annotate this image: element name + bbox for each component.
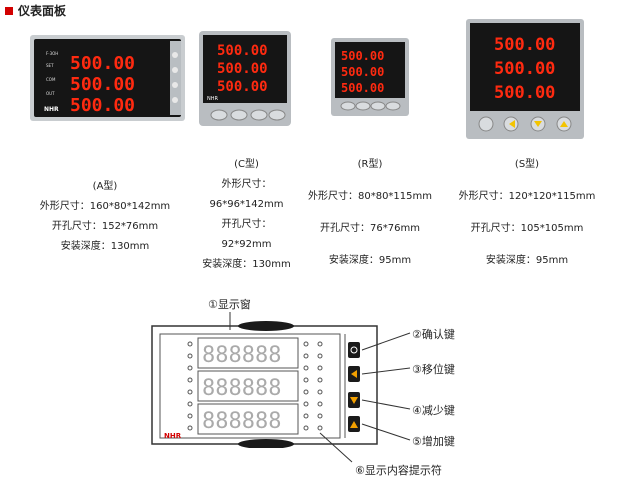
panel-a-brand: NHR <box>44 106 59 113</box>
panel-a-row-2: 500.00 <box>70 74 135 95</box>
panel-a-row-1: 500.00 <box>70 53 135 74</box>
model-c-spec: (C型) 外形尺寸： 96*96*142mm 开孔尺寸： 92*92mm 安装深… <box>184 155 309 275</box>
panel-a-row-3: 500.00 <box>70 95 135 116</box>
svg-text:888888: 888888 <box>202 409 281 434</box>
model-c-depth: 安装深度：130mm <box>202 259 291 270</box>
model-c-name: (C型) <box>234 159 259 170</box>
panel-s-image: 500.00 500.00 500.00 <box>466 19 584 139</box>
svg-text:SET: SET <box>46 63 54 68</box>
panel-r-row-1: 500.00 <box>341 49 384 63</box>
model-r-cutout: 开孔尺寸：76*76mm <box>320 223 420 234</box>
panel-s-row-3: 500.00 <box>494 83 555 103</box>
panel-a-image: F·3OH SET COM OUT 500.00 500.00 500.00 N… <box>30 35 185 121</box>
panel-c-row-3: 500.00 <box>217 79 268 95</box>
panel-c-image: 500.00 500.00 500.00 NHR <box>199 31 291 126</box>
model-a-depth: 安装深度：130mm <box>60 241 150 252</box>
panel-r-row-2: 500.00 <box>341 65 384 79</box>
svg-text:F·3OH: F·3OH <box>46 51 58 56</box>
panel-c-row-2: 500.00 <box>217 61 268 77</box>
model-s-depth: 安装深度：95mm <box>485 255 569 266</box>
section-title-text: 仪表面板 <box>18 4 67 18</box>
svg-text:888888: 888888 <box>202 343 281 368</box>
model-a-cutout: 开孔尺寸：152*76mm <box>51 221 159 232</box>
model-c-cutout-value: 92*92mm <box>221 239 272 250</box>
model-r-depth: 安装深度：95mm <box>328 255 412 266</box>
panel-diagram: 888888 888888 888888 NHR <box>151 321 378 448</box>
diagram-brand: NHR <box>164 432 182 440</box>
panel-c-row-1: 500.00 <box>217 43 268 59</box>
title-marker-icon <box>5 6 13 15</box>
increase-key-label: ⑤增加键 <box>412 435 455 448</box>
model-s-cutout: 开孔尺寸：105*105mm <box>470 223 584 234</box>
panel-s-row-1: 500.00 <box>494 35 555 55</box>
model-r-dims: 外形尺寸：80*80*115mm <box>307 191 433 202</box>
svg-text:OUT: OUT <box>46 91 55 96</box>
shift-key-label: ③移位键 <box>412 363 455 376</box>
confirm-key-label: ②确认键 <box>412 328 455 341</box>
model-s-dims: 外形尺寸：120*120*115mm <box>458 191 596 202</box>
model-r-name: (R型) <box>357 159 383 170</box>
section-title: 仪表面板 <box>5 2 66 19</box>
model-a-spec: (A型) 外形尺寸：160*80*142mm 开孔尺寸：152*76mm 安装深… <box>35 177 175 257</box>
decrease-key-label: ④减少键 <box>412 404 455 417</box>
model-c-dims-value: 96*96*142mm <box>209 199 284 210</box>
model-s-spec: (S型) 外形尺寸：120*120*115mm 开孔尺寸：105*105mm 安… <box>452 155 602 271</box>
model-r-spec: (R型) 外形尺寸：80*80*115mm 开孔尺寸：76*76mm 安装深度：… <box>300 155 440 271</box>
panel-a-side-labels: F·3OH SET COM OUT <box>46 51 58 96</box>
svg-text:COM: COM <box>46 77 56 82</box>
model-c-cutout-label: 开孔尺寸： <box>221 219 272 230</box>
panel-s-row-2: 500.00 <box>494 59 555 79</box>
model-s-name: (S型) <box>514 159 540 170</box>
model-a-dims: 外形尺寸：160*80*142mm <box>39 201 171 212</box>
display-window-label: ①显示窗 <box>208 298 251 311</box>
svg-text:888888: 888888 <box>202 376 281 401</box>
panel-r-row-3: 500.00 <box>341 81 384 95</box>
model-a-name: (A型) <box>92 181 118 192</box>
panel-c-brand: NHR <box>207 96 219 102</box>
model-c-dims-label: 外形尺寸： <box>221 179 272 190</box>
panel-r-image: 500.00 500.00 500.00 <box>331 38 409 116</box>
indicator-label: ⑥显示内容提示符 <box>355 464 442 477</box>
